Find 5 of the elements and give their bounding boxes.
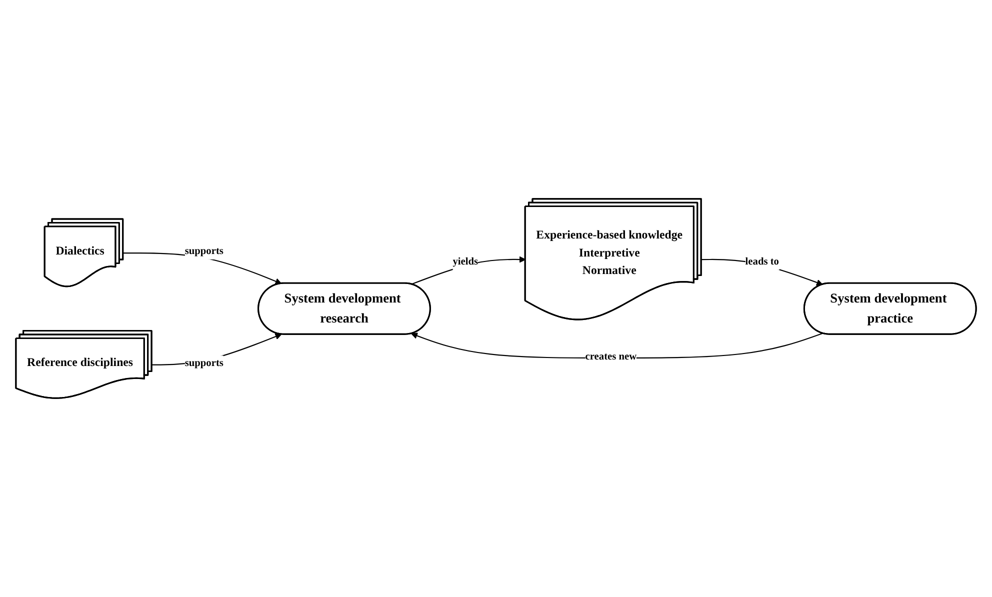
edge-label: supports bbox=[184, 246, 224, 258]
edge-label: yields bbox=[452, 256, 478, 268]
edge-label: creates new bbox=[585, 351, 637, 362]
edge-label: leads to bbox=[745, 256, 779, 268]
edge-label: supports bbox=[184, 358, 224, 369]
